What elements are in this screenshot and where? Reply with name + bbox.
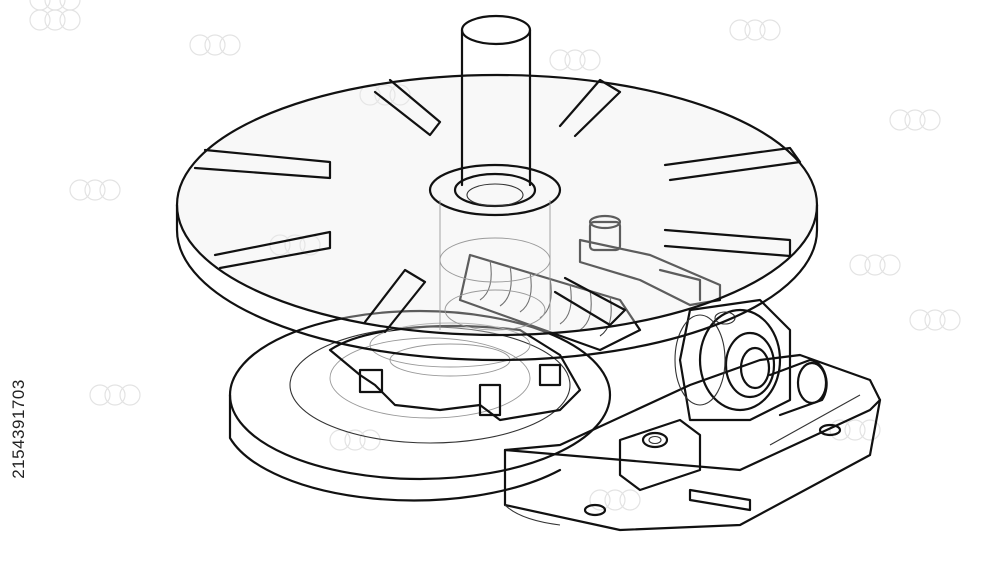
bearing-mount-block <box>618 418 702 492</box>
base-ring <box>228 309 612 502</box>
gearbox-fittings <box>578 214 722 307</box>
image-id-text: 2154391703 <box>9 379 28 479</box>
gearbox-base <box>503 353 882 532</box>
input-shaft <box>768 358 828 417</box>
rotary-table-disk <box>175 73 819 362</box>
pillow-block-bearing <box>674 298 792 422</box>
watermark-pattern <box>29 0 961 511</box>
center-shaft <box>428 14 562 331</box>
worm-wheel <box>328 322 582 422</box>
image-id-label: 2154391703 <box>4 300 34 558</box>
